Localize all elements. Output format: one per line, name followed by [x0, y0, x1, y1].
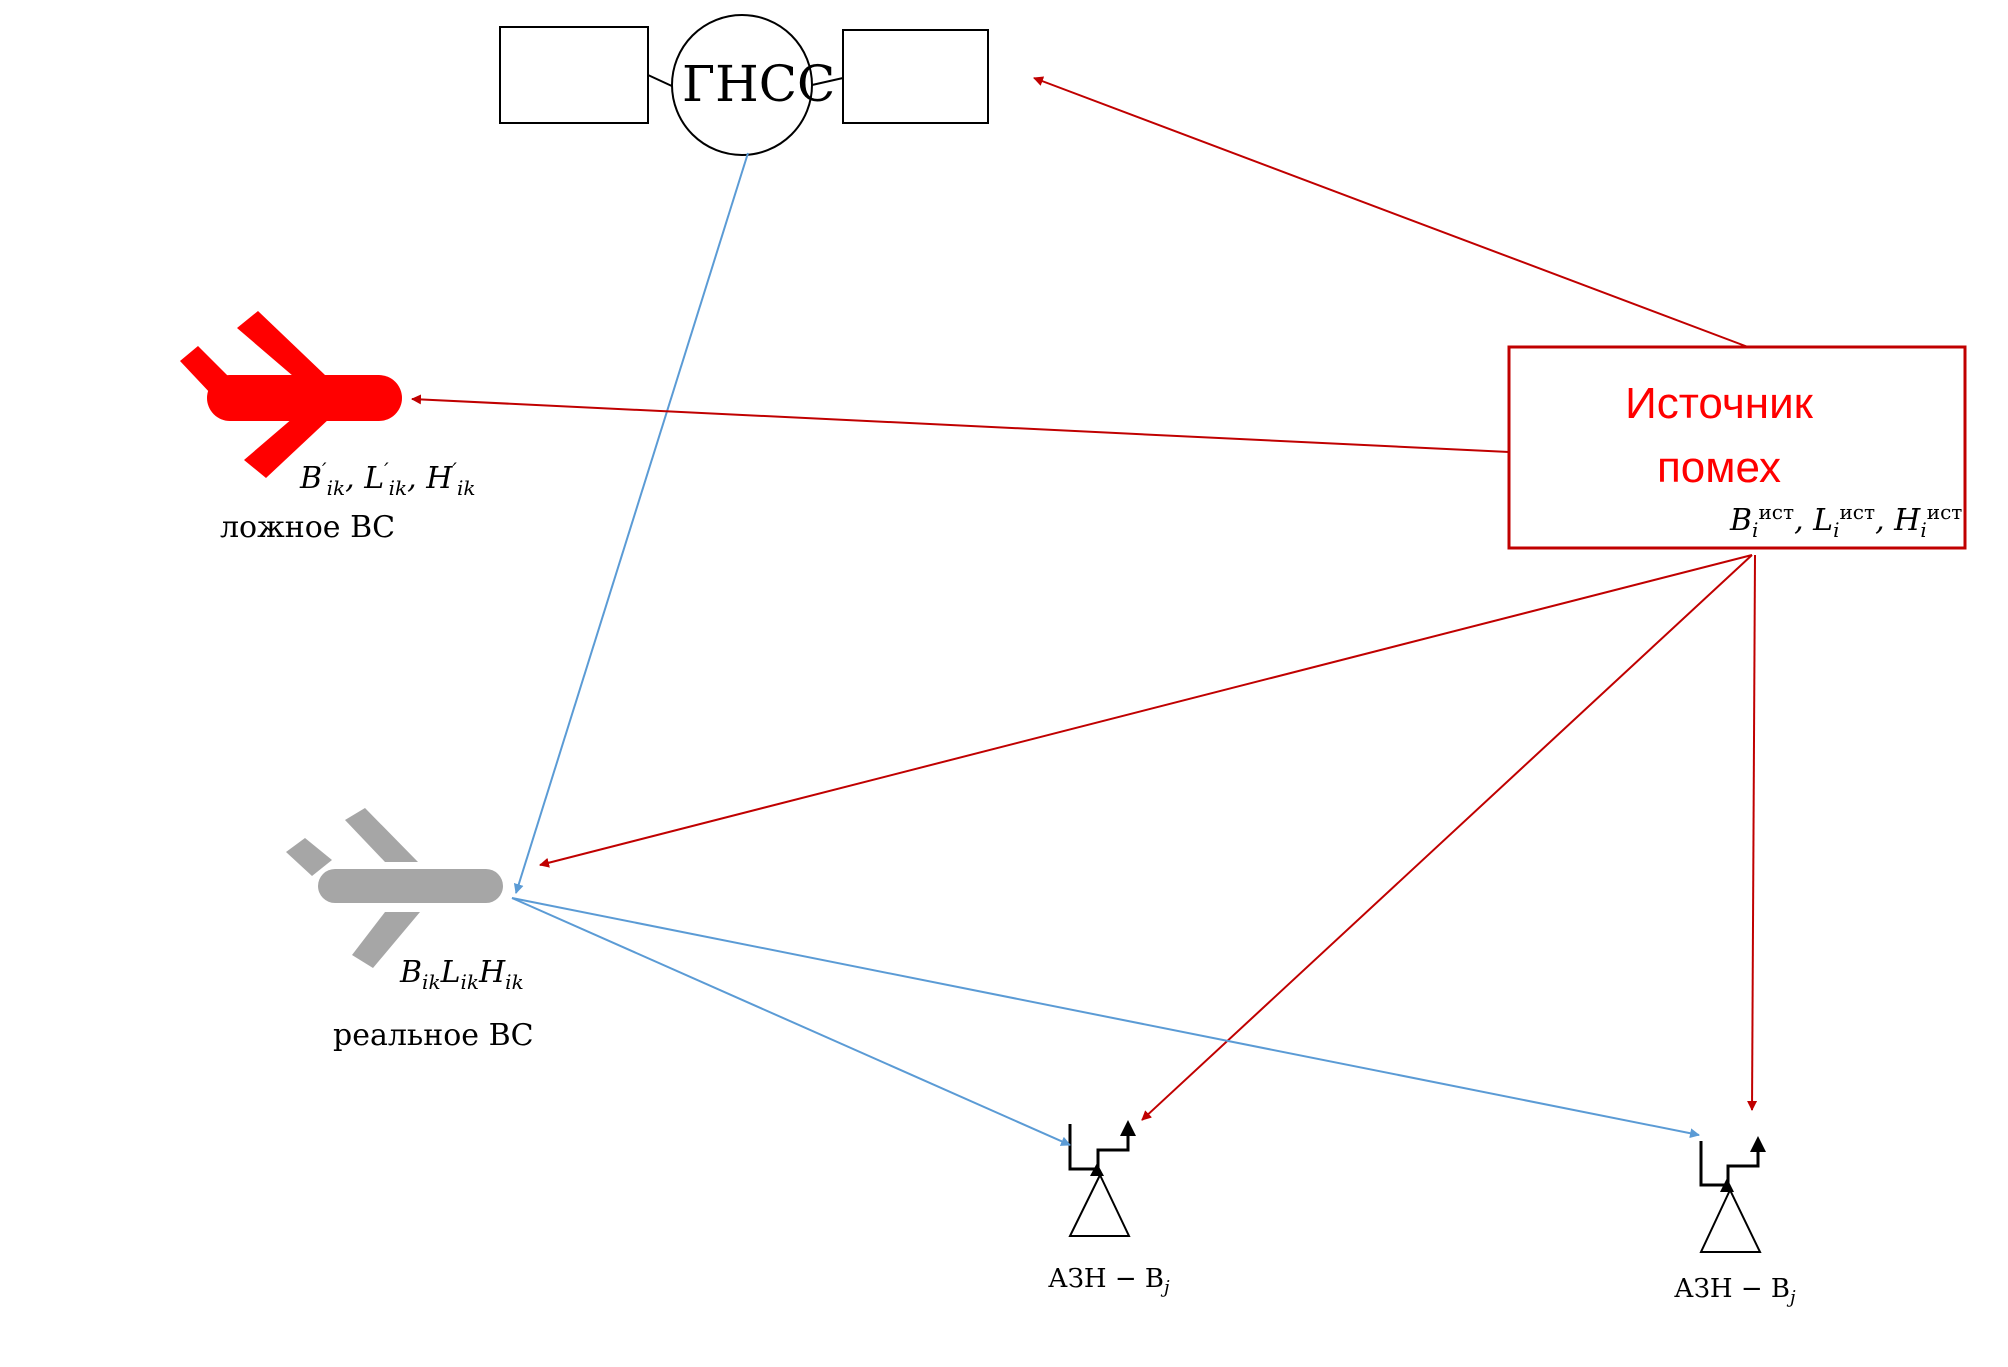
coord-b: B [400, 955, 423, 990]
adsb-receiver-2-icon [1699, 1136, 1766, 1253]
real-aircraft-coords: BikLikHik [400, 955, 524, 994]
coord-l-sup: ист [1839, 500, 1876, 524]
fake-aircraft-coords: B′ik, L′ik, H′ik [300, 458, 475, 500]
real-aircraft-caption: реальное ВС [333, 1018, 534, 1053]
sep: , [407, 461, 427, 496]
coord-l-sub: ik [388, 476, 408, 500]
signal-real-aircraft-to-receiver-2 [511, 897, 1700, 1139]
panel-connector-right [811, 77, 844, 86]
receiver-label-sub: j [1163, 1277, 1170, 1299]
gnss-satellite [499, 14, 989, 156]
solar-panel-right [842, 29, 989, 124]
signal-gnss-to-real-aircraft [513, 152, 749, 894]
receiver-2-label: АЗН − Вj [1674, 1274, 1796, 1308]
gnss-label: ГНСС [682, 55, 836, 113]
coord-b: B [300, 461, 323, 496]
coord-b: B [1730, 503, 1753, 538]
interference-source-title-line2: помех [1656, 443, 1782, 492]
coord-h: H [479, 955, 506, 990]
coord-b-sub: ik [326, 476, 346, 500]
receiver-1-label: АЗН − Вj [1048, 1264, 1170, 1298]
interference-to-real-aircraft [539, 554, 1753, 868]
coord-b-sup: ист [1758, 500, 1795, 524]
fake-aircraft-icon [180, 311, 402, 478]
sep: , [345, 461, 365, 496]
coord-h-sub: i [1920, 518, 1927, 542]
coord-h: H [426, 461, 453, 496]
sep: , [1875, 503, 1895, 538]
solar-panel-left [499, 26, 649, 124]
coord-l-sub: i [1833, 518, 1840, 542]
receiver-label-sub: j [1789, 1287, 1796, 1309]
coord-h-sub: ik [505, 970, 524, 994]
coord-h-sup: ист [1926, 500, 1963, 524]
interference-source-title-line1: Источник [1625, 379, 1813, 428]
coord-h-sub: ik [456, 476, 476, 500]
panel-connector-left [647, 74, 675, 88]
coord-b-sub: ik [422, 970, 441, 994]
fake-aircraft-caption: ложное ВС [220, 510, 396, 545]
coord-l-sub: ik [460, 970, 479, 994]
coord-l: L [1813, 503, 1834, 538]
interference-source-title: Источник помех [1509, 372, 1929, 500]
receiver-label-main: АЗН − В [1048, 1264, 1164, 1294]
prime: ′ [452, 458, 457, 482]
interference-to-fake-aircraft [411, 394, 1510, 453]
interference-source-box [1507, 345, 1967, 550]
signal-real-aircraft-to-receiver-1 [511, 897, 1071, 1146]
coord-l: L [440, 955, 461, 990]
prime: ′ [384, 458, 389, 482]
interference-source-coords: Biист, Liист, Hiист [1730, 500, 1962, 542]
interference-to-gnss [1033, 76, 1749, 348]
coord-b-sub: i [1752, 518, 1759, 542]
connections [411, 76, 1758, 1146]
sep: , [1794, 503, 1814, 538]
prime: ′ [322, 458, 327, 482]
receiver-label-main: АЗН − В [1674, 1274, 1790, 1304]
interference-to-receiver-1 [1141, 554, 1753, 1121]
real-aircraft-icon [286, 808, 503, 968]
adsb-receiver-1-icon [1068, 1120, 1136, 1237]
coord-l: L [364, 461, 385, 496]
coord-h: H [1894, 503, 1921, 538]
interference-to-receiver-2 [1747, 554, 1758, 1111]
